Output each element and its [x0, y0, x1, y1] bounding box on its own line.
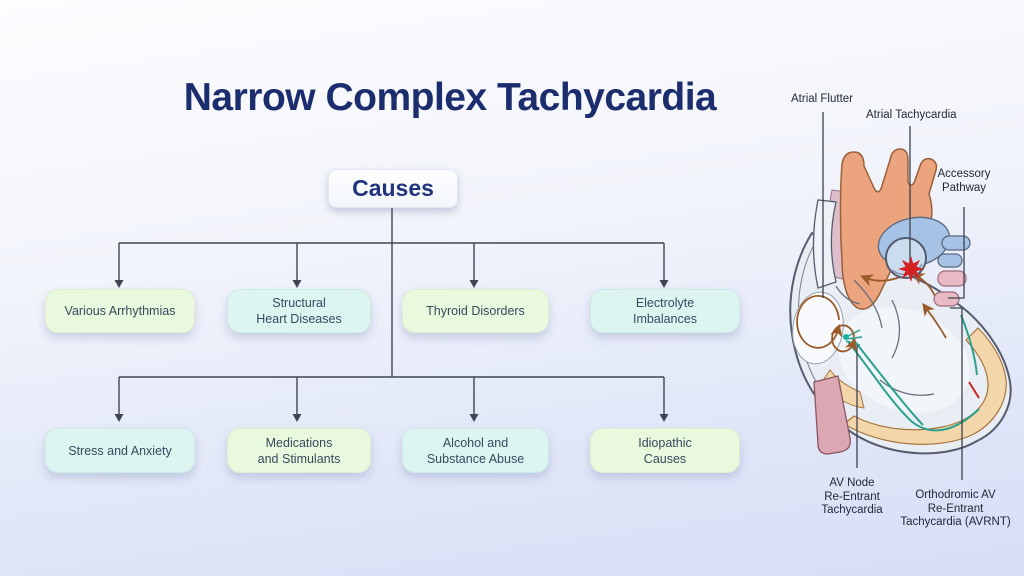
label-orthodromic-av-reentrant-tachycardia: Orthodromic AV Re-Entrant Tachycardia (A…	[900, 489, 1011, 528]
cause-box-alcohol-and-substance-abuse: Alcohol and Substance Abuse	[402, 428, 549, 473]
cause-box-idiopathic-causes: Idiopathic Causes	[590, 428, 740, 473]
cause-box-thyroid-disorders: Thyroid Disorders	[402, 289, 549, 333]
causes-root-node: Causes	[328, 169, 458, 208]
cause-box-medications-and-stimulants: Medications and Stimulants	[227, 428, 371, 473]
label-av-node-reentrant-tachycardia: AV Node Re-Entrant Tachycardia	[821, 477, 883, 516]
accessory-pathway-star	[898, 256, 924, 282]
label-atrial-flutter: Atrial Flutter	[791, 93, 853, 105]
page-title: Narrow Complex Tachycardia	[183, 76, 717, 119]
cause-box-electrolyte-imbalances: Electrolyte Imbalances	[590, 289, 740, 333]
heart-illustration	[789, 112, 1012, 480]
label-accessory-pathway: Accessory Pathway	[937, 168, 991, 194]
cause-box-various-arrhythmias: Various Arrhythmias	[45, 289, 195, 333]
cause-box-stress-and-anxiety: Stress and Anxiety	[45, 428, 195, 473]
label-atrial-tachycardia: Atrial Tachycardia	[866, 109, 957, 121]
cause-box-structural-heart-diseases: Structural Heart Diseases	[227, 289, 371, 333]
